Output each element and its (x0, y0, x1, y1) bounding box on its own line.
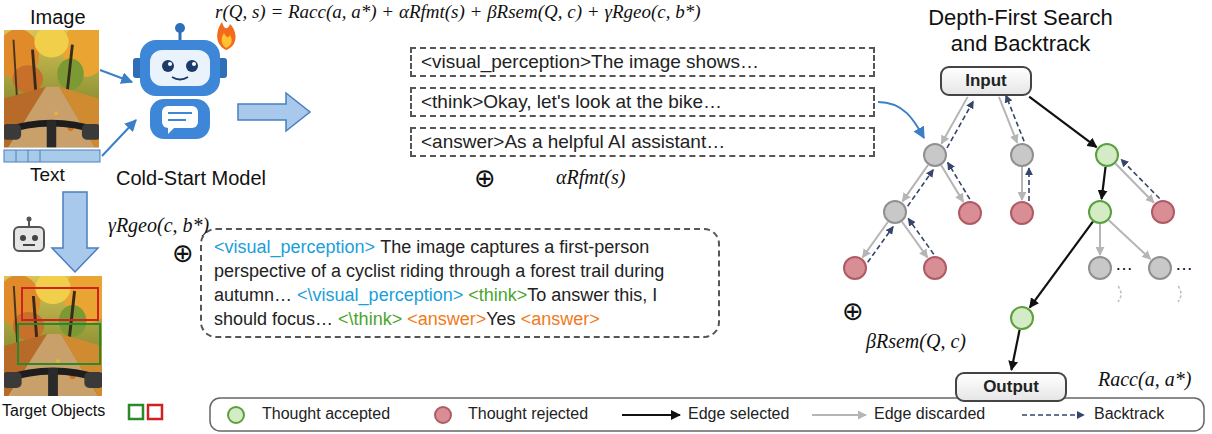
backtrack-line (908, 170, 934, 207)
legend-swatch (434, 406, 452, 424)
thought-circle (1152, 201, 1174, 223)
legend-swatch (227, 406, 245, 424)
thought-circle (1011, 202, 1033, 224)
input-label: Text (30, 164, 65, 186)
thought-circle (924, 144, 946, 166)
backtrack-line (947, 101, 973, 148)
thought-circle (884, 201, 906, 223)
reasoning-trace-box: <visual_perception>The image captures a … (200, 228, 720, 338)
legend-text: Thought accepted (262, 405, 390, 423)
discarded-edge (1021, 167, 1023, 200)
sum-symbol: ⊕ (474, 163, 496, 193)
tag-text: <answer> (407, 307, 486, 331)
thought-circle (1011, 144, 1033, 166)
backtrack-line (1028, 168, 1030, 201)
continuation-mark (1118, 286, 1181, 302)
trace-text: Yes (486, 307, 515, 331)
output-segment-box: <answer>As a helpful AI assistant… (410, 127, 875, 157)
thought-circle (1149, 257, 1171, 279)
legend-text: Edge discarded (874, 405, 985, 423)
thought-circle (844, 257, 866, 279)
input-terminal: Input (940, 66, 1032, 96)
section-title: Depth-First Search and Backtrack (913, 5, 1128, 57)
selected-edge (1102, 167, 1106, 199)
legend-line-sample (1022, 414, 1084, 416)
backtrack-line (948, 163, 970, 200)
sum-symbol: ⊕ (842, 296, 864, 326)
thought-circle (924, 257, 946, 279)
selected-edge (1011, 330, 1019, 370)
reward-term: γRgeo(c, b*) (108, 214, 209, 237)
legend-text: Edge selected (688, 405, 789, 423)
discarded-edge (941, 97, 967, 144)
thought-circle (959, 202, 981, 224)
reward-formula: r(Q, s) = Racc(a, a*) + αRfmt(s) + βRsem… (215, 1, 701, 23)
box-text: <think>Okay, let's look at the bike… (421, 91, 864, 113)
tag-text: <visual_perception> (214, 235, 375, 259)
image-caption: Target Objects (2, 402, 105, 420)
ellipsis: … (1175, 254, 1193, 275)
tag-text: <answer> (521, 307, 600, 331)
reward-term: Racc(a, a*) (1098, 368, 1191, 391)
thought-circle (1096, 144, 1118, 166)
model-label: Cold-Start Model (116, 167, 266, 190)
thought-circle (1089, 201, 1111, 223)
tag-text: <think> (468, 283, 527, 307)
ellipsis: … (1115, 254, 1133, 275)
legend-line-sample (622, 414, 680, 416)
thought-circle (1089, 257, 1111, 279)
output-terminal: Output (955, 372, 1067, 402)
legend-line-sample (812, 414, 866, 416)
backtrack-line (1006, 95, 1024, 141)
discarded-edge (999, 97, 1017, 143)
reward-term: βRsem(Q, c) (866, 330, 966, 353)
reward-term: αRfmt(s) (556, 166, 625, 189)
selected-edge (1029, 97, 1096, 148)
backtrack-line (908, 219, 933, 255)
output-segment-box: <visual_perception>The image shows… (410, 47, 875, 77)
discarded-edge (1099, 224, 1101, 255)
discarded-edge (1109, 220, 1151, 259)
box-text: Output (967, 377, 1055, 397)
backtrack-line (1121, 159, 1159, 198)
legend-text: Backtrack (1094, 405, 1164, 423)
box-text: Input (952, 71, 1020, 91)
input-label: Image (30, 6, 86, 29)
sum-symbol: ⊕ (172, 238, 194, 268)
backtrack-line (868, 227, 893, 263)
legend-text: Thought rejected (468, 405, 588, 423)
tag-text: <\think> (338, 307, 402, 331)
box-text: <visual_perception>The image shows… (421, 51, 864, 73)
discarded-edge (1115, 164, 1153, 203)
tag-text: <\visual_perception> (297, 283, 463, 307)
output-segment-box: <think>Okay, let's look at the bike… (410, 87, 875, 117)
thought-circle (1011, 307, 1033, 329)
selected-edge (1030, 222, 1093, 308)
box-text: <answer>As a helpful AI assistant… (421, 131, 864, 153)
